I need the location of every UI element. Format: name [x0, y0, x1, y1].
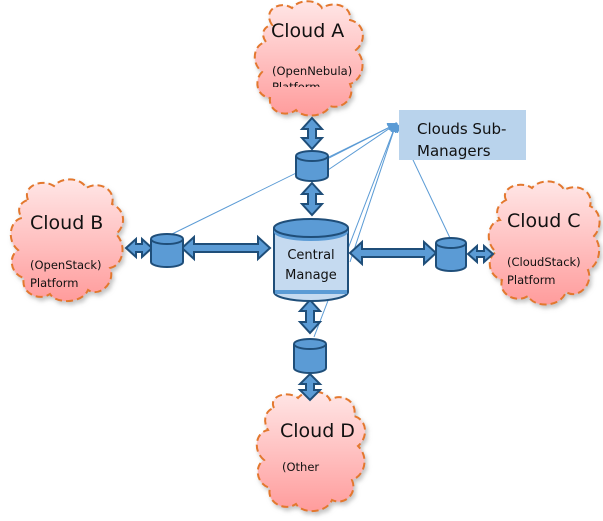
arrow-db-a-to-central	[299, 181, 325, 217]
cloud-b-platform: Platform	[30, 276, 79, 290]
db-sub-manager-d	[293, 338, 327, 374]
connector-line-cloud-a-db-2	[324, 123, 398, 161]
connector-line-cloud-b-db	[167, 123, 398, 237]
central-manager-line2: Manage	[285, 268, 337, 283]
db-sub-manager-a	[295, 150, 329, 182]
db-sub-manager-b	[150, 233, 184, 268]
clouds-sub-managers-box: Clouds Sub- Managers	[399, 110, 526, 160]
cloud-a-platform: Platform	[272, 80, 321, 87]
cloud-b-shape	[9, 178, 124, 302]
cloud-d-title: Cloud D	[280, 420, 355, 442]
cloud-a-subtitle: (OpenNebula)	[272, 64, 353, 78]
cloud-c-title: Cloud C	[507, 210, 581, 232]
arrow-cloud-b-to-db-b	[124, 236, 154, 260]
cloud-b-title: Cloud B	[30, 212, 104, 234]
connector-lines	[167, 122, 451, 338]
arrow-cloud-a-to-db-a	[299, 116, 325, 151]
cloud-d-subtitle: (Other	[282, 460, 320, 474]
arrow-central-to-db-c	[348, 239, 438, 267]
cloud-b-subtitle: (OpenStack)	[30, 258, 102, 272]
cloud-c-platform: Platform	[507, 273, 556, 287]
connector-line-cloud-d-db	[313, 122, 398, 338]
central-manager-label: Central Manage	[276, 246, 346, 286]
cloud-c-shape	[487, 180, 601, 306]
cloud-d-shape	[255, 390, 366, 512]
sub-managers-label-line2: Managers	[417, 142, 491, 160]
arrow-central-to-db-d	[297, 298, 323, 335]
connector-line-cloud-a-db	[321, 122, 398, 175]
arrow-db-d-to-cloud-d	[297, 372, 323, 402]
cloud-c-subtitle: (CloudStack)	[507, 255, 581, 269]
arrow-db-b-to-central	[180, 234, 272, 262]
connector-line-central	[349, 122, 399, 263]
arrow-db-c-to-cloud-c	[466, 243, 495, 265]
db-sub-manager-c	[435, 237, 467, 272]
sub-managers-label-line1: Clouds Sub-	[417, 120, 507, 138]
central-manager-db	[273, 218, 349, 302]
cloud-a-title: Cloud A	[271, 20, 345, 42]
cloud-a-shape	[253, 0, 364, 117]
central-manager-line1: Central	[287, 248, 335, 263]
